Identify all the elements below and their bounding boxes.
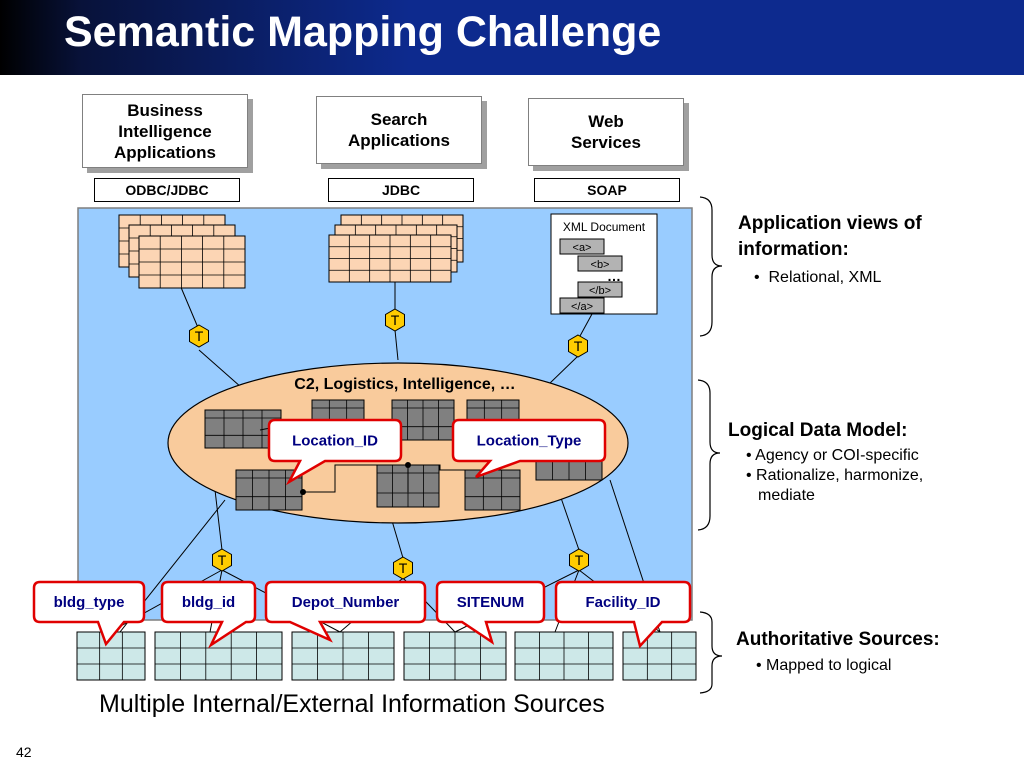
application-views-heading-line2: information: [738, 239, 849, 260]
relational-view-tables-left [118, 214, 246, 289]
search-applications-box: Search Applications [316, 96, 482, 164]
svg-text:Location_ID: Location_ID [292, 433, 378, 450]
transform-node-5: T [393, 556, 413, 580]
mapping-callouts: Location_ID Location_Type bldg_type bldg_id… [32, 418, 692, 649]
xml-tag-b-close: </b> [577, 281, 623, 298]
brace-logical-model [697, 379, 721, 531]
transform-node-1: T [189, 324, 209, 348]
transform-node-4: T [212, 548, 232, 572]
authoritative-source-tables [76, 631, 697, 681]
brace-application-views [699, 196, 723, 337]
relationship-node [300, 489, 306, 495]
logical-data-model-heading: Logical Data Model: [728, 420, 908, 441]
svg-text:</a>: </a> [571, 301, 593, 313]
logical-model-bullet-2: • Rationalize, harmonize, [746, 467, 924, 484]
application-views-bullet: • Relational, XML [754, 269, 882, 286]
xml-tag-a-close: </a> [559, 297, 605, 314]
callout-bldg-type: bldg_type [32, 580, 146, 647]
svg-text:SITENUM: SITENUM [457, 594, 525, 611]
svg-text:<b>: <b> [591, 259, 610, 271]
transform-node-3: T [568, 334, 588, 358]
authoritative-sources-heading: Authoritative Sources: [736, 629, 940, 650]
relationship-node [405, 462, 411, 468]
xml-tag-a-open: <a> [559, 238, 605, 255]
relational-view-tables-center [328, 214, 464, 283]
svg-text:bldg_type: bldg_type [54, 594, 125, 611]
brace-authoritative-sources [699, 611, 723, 694]
transform-node-2: T [385, 308, 405, 332]
source-table-6 [622, 631, 697, 681]
svg-text:T: T [574, 338, 583, 354]
svg-text:Facility_ID: Facility_ID [585, 594, 660, 611]
view-table-stack-left-3 [138, 235, 246, 289]
logical-model-title: C2, Logistics, Intelligence, … [294, 376, 515, 393]
slide-title: Semantic Mapping Challenge [64, 8, 662, 56]
business-intelligence-app-box: Business Intelligence Applications [82, 94, 248, 168]
svg-text:T: T [399, 560, 408, 576]
svg-text:<a>: <a> [573, 242, 592, 254]
logical-entity-table-3 [391, 399, 455, 441]
callout-bldg-id: bldg_id [160, 580, 257, 649]
svg-text:Depot_Number: Depot_Number [292, 594, 400, 611]
callout-depot-number: Depot_Number [264, 580, 427, 643]
svg-text:Location_Type: Location_Type [477, 433, 582, 450]
logical-model-bullet-1: • Agency or COI-specific [746, 447, 919, 464]
source-table-1 [76, 631, 146, 681]
callout-location-type: Location_Type [451, 418, 607, 479]
application-views-heading-line1: Application views of [738, 213, 922, 234]
xml-tag-ellipsis: … [607, 268, 621, 284]
svg-text:T: T [391, 312, 400, 328]
svg-text:bldg_id: bldg_id [182, 594, 235, 611]
protocol-jdbc: JDBC [328, 178, 474, 202]
title-bar [0, 0, 1024, 75]
web-services-box: Web Services [528, 98, 684, 166]
callout-sitenum: SITENUM [435, 580, 546, 645]
bottom-caption: Multiple Internal/External Information S… [99, 690, 605, 718]
svg-text:T: T [218, 552, 227, 568]
xml-tag-b-open: <b> [577, 255, 623, 272]
authoritative-sources-bullet: • Mapped to logical [756, 657, 892, 674]
protocol-soap: SOAP [534, 178, 680, 202]
source-table-3 [291, 631, 395, 681]
callout-facility-id: Facility_ID [554, 580, 692, 649]
protocol-odbc-jdbc: ODBC/JDBC [94, 178, 240, 202]
side-braces [697, 196, 723, 694]
logical-entity-table-7 [464, 469, 521, 511]
svg-text:T: T [575, 552, 584, 568]
svg-text:</b>: </b> [589, 285, 611, 297]
logical-model-bullet-2-cont: mediate [758, 487, 815, 504]
svg-text:T: T [195, 328, 204, 344]
xml-document-title: XML Document [563, 220, 646, 234]
transform-node-6: T [569, 548, 589, 572]
transform-nodes: T T T T T T [189, 308, 589, 580]
view-table-stack-center-3 [328, 234, 452, 283]
page-number: 42 [16, 744, 32, 760]
source-table-5 [514, 631, 614, 681]
callout-location-id: Location_ID [267, 418, 403, 486]
